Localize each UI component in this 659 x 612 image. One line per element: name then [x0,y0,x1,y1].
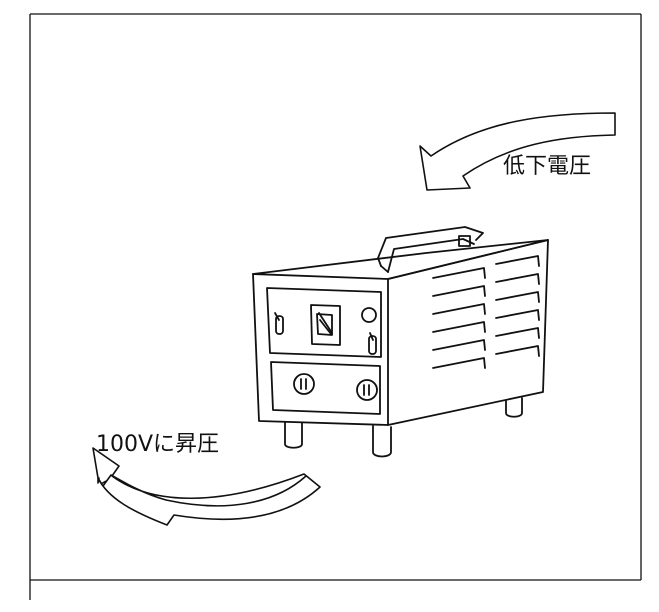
voltage-transformer-icon [252,226,549,458]
figure-frame [29,13,642,600]
curved-arrow-left-icon [419,112,616,191]
curved-arrow-left-icon [92,447,321,526]
reduced-voltage-label: 低下電圧 [503,154,592,179]
vent-grille [432,255,540,369]
boost-voltage-label: 100Vに昇圧 [96,432,220,457]
